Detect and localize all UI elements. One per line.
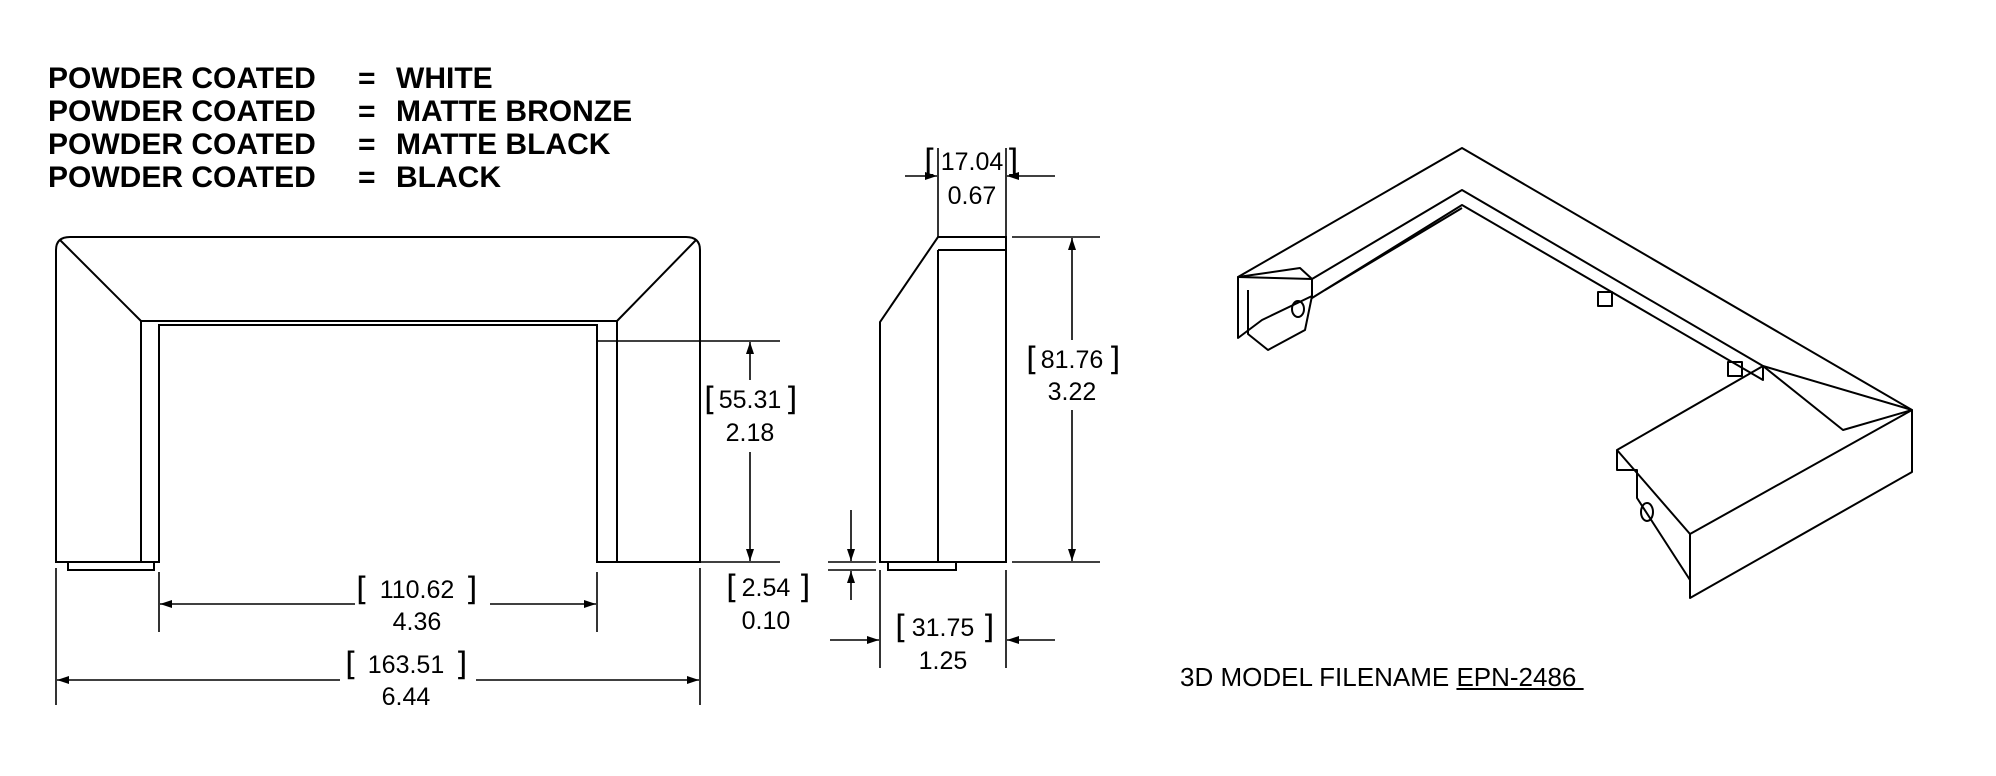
model-label-text: 3D MODEL FILENAME (1180, 662, 1457, 692)
dim-foot-height-mm: 2.54 (742, 574, 791, 602)
dim-top-depth-in: 0.67 (948, 182, 997, 210)
svg-text:[: [ (345, 645, 357, 683)
svg-text:]: ] (465, 570, 477, 608)
iso-right-end (1616, 450, 1691, 581)
model-filename: EPN-2486 (1456, 662, 1584, 692)
finish-line-4: POWDER COATED = BLACK (48, 161, 501, 194)
dim-total-height-in: 3.22 (1048, 378, 1097, 406)
front-inner-bevel (140, 320, 618, 562)
dim-inner-height-in: 2.18 (726, 419, 775, 447)
iso-inner-rail (1311, 204, 1764, 381)
model-filename-label: 3D MODEL FILENAME EPN-2486 (1180, 662, 1584, 693)
side-view (879, 236, 1007, 571)
dim-foot-height-in: 0.10 (742, 607, 791, 635)
svg-text:[: [ (895, 608, 907, 646)
finish-label: POWDER COATED (48, 95, 316, 128)
bevel-line-left (59, 239, 142, 322)
svg-text:]: ] (455, 645, 467, 683)
front-view (55, 236, 701, 571)
finish-value: BLACK (396, 161, 501, 194)
front-dim-labels: [] 110.62 4.36 [] 163.51 6.44 [] 55.31 2… (345, 380, 797, 711)
finish-value: MATTE BRONZE (396, 95, 633, 128)
finish-value: WHITE (396, 62, 493, 95)
front-outline (55, 236, 701, 563)
dim-inner-width-mm: 110.62 (380, 576, 455, 604)
svg-text:]: ] (785, 380, 797, 418)
iso-right-top (1616, 365, 1913, 535)
iso-right-hole (1640, 502, 1654, 522)
dim-overall-width-mm: 163.51 (368, 651, 444, 679)
dim-inner-height-mm: 55.31 (719, 386, 782, 414)
foot-left (67, 561, 155, 571)
iso-clip-1 (1597, 291, 1613, 307)
finish-value: MATTE BLACK (396, 128, 611, 161)
finish-equals: = (358, 95, 376, 128)
svg-text:[: [ (924, 142, 936, 180)
side-dim-labels: [] 17.04 0.67 [] 81.76 3.22 [] 2.54 0.10… (726, 142, 1120, 675)
dim-inner-width-in: 4.36 (393, 608, 442, 636)
iso-clip-2 (1727, 361, 1743, 377)
finish-label: POWDER COATED (48, 161, 316, 194)
finish-line-1: POWDER COATED = WHITE (48, 62, 493, 95)
iso-inner-rail-2 (1324, 207, 1463, 291)
svg-text:[: [ (1026, 340, 1038, 378)
dim-top-depth-mm: 17.04 (941, 148, 1004, 176)
side-outline (879, 236, 1007, 563)
iso-top-face (1237, 147, 1913, 431)
finish-label: POWDER COATED (48, 128, 316, 161)
isometric-view (1237, 147, 1913, 599)
svg-text:]: ] (982, 608, 994, 646)
iso-left-hole (1291, 300, 1305, 318)
foot-side (887, 561, 957, 571)
svg-text:[: [ (356, 570, 368, 608)
svg-text:]: ] (1108, 340, 1120, 378)
dim-overall-width-in: 6.44 (382, 683, 431, 711)
iso-left-bracket (1247, 290, 1313, 351)
finish-line-3: POWDER COATED = MATTE BLACK (48, 128, 610, 161)
bevel-line-right (616, 239, 697, 322)
finish-equals: = (358, 62, 376, 95)
svg-text:]: ] (798, 568, 810, 606)
svg-text:]: ] (1006, 142, 1018, 180)
finish-equals: = (358, 128, 376, 161)
dim-base-depth-in: 1.25 (919, 647, 968, 675)
iso-right-front (1689, 410, 1913, 599)
front-dimensions (55, 340, 780, 705)
finish-label: POWDER COATED (48, 62, 316, 95)
side-dimensions (828, 148, 1100, 668)
svg-text:[: [ (704, 380, 716, 418)
dim-base-depth-mm: 31.75 (912, 614, 975, 642)
finish-line-2: POWDER COATED = MATTE BRONZE (48, 95, 632, 128)
svg-text:[: [ (726, 568, 738, 606)
finish-equals: = (358, 161, 376, 194)
dim-total-height-mm: 81.76 (1041, 346, 1104, 374)
